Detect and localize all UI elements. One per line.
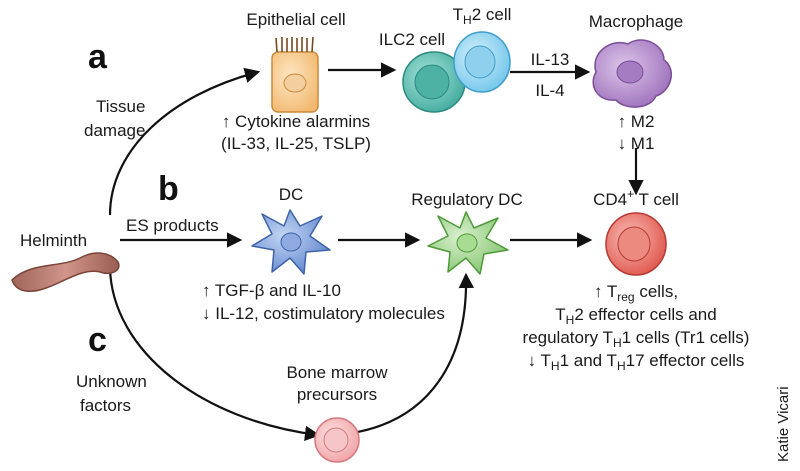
label-dc: DC <box>279 185 304 204</box>
label-ilc2-cell: ILC2 cell <box>379 30 445 49</box>
label-tr1-cells: regulatory TH1 cells (Tr1 cells) <box>523 328 750 350</box>
th2-cell-icon <box>453 31 511 93</box>
label-m2: ↑ M2 <box>618 112 655 131</box>
label-macrophage: Macrophage <box>589 12 684 31</box>
credit-illustrator: Katie Vicari <box>775 386 792 462</box>
label-epithelial-cell: Epithelial cell <box>246 10 345 29</box>
label-bone-marrow-line1: Bone marrow <box>286 363 388 382</box>
panel-label-c: c <box>88 321 107 359</box>
bone-marrow-precursor-icon <box>314 417 360 463</box>
label-unknown-factors-line2: factors <box>80 396 131 415</box>
label-m1: ↓ M1 <box>618 134 655 153</box>
label-alarmins-line2: (IL-33, IL-25, TSLP) <box>221 134 371 153</box>
cd4-t-cell-icon <box>605 212 667 276</box>
label-th2-cell: TH2 cell <box>453 5 512 27</box>
label-es-products: ES products <box>126 216 219 235</box>
label-il4: IL-4 <box>535 81 564 100</box>
helminth-worm-icon <box>11 252 120 293</box>
label-cd4-t-cell: CD4+ T cell <box>593 187 679 209</box>
label-regulatory-dc: Regulatory DC <box>411 190 523 209</box>
label-tissue-damage-line1: Tissue <box>96 97 145 116</box>
label-bone-marrow-line2: precursors <box>297 385 377 404</box>
epithelial-cell-icon <box>271 36 319 113</box>
label-unknown-factors-line1: Unknown <box>76 372 147 391</box>
panel-label-b: b <box>158 170 179 208</box>
label-helminth: Helminth <box>20 231 87 250</box>
label-th2-effector: TH2 effector cells and <box>555 305 716 327</box>
macrophage-icon <box>592 39 673 108</box>
label-th1-th17-down: ↓ TH1 and TH17 effector cells <box>528 351 745 373</box>
dendritic-cell-icon <box>251 209 331 275</box>
ilc2-cell-icon <box>402 51 466 113</box>
label-dc-effect-line1: ↑ TGF-β and IL-10 <box>202 281 341 300</box>
panel-label-a: a <box>88 38 108 76</box>
label-tissue-damage-line2: damage <box>84 121 145 140</box>
arrow-helminth-to-bone-marrow <box>108 267 321 441</box>
label-dc-effect-line2: ↓ IL-12, costimulatory molecules <box>202 304 445 323</box>
label-alarmins-line1: ↑ Cytokine alarmins <box>222 112 370 131</box>
regulatory-dc-icon <box>427 211 509 275</box>
arrow-helminth-to-epithelial <box>108 67 261 216</box>
label-treg-up: ↑ Treg cells, <box>594 282 678 304</box>
arrow-bone-marrow-to-regulatory-dc <box>351 272 474 435</box>
label-il13: IL-13 <box>531 50 570 69</box>
